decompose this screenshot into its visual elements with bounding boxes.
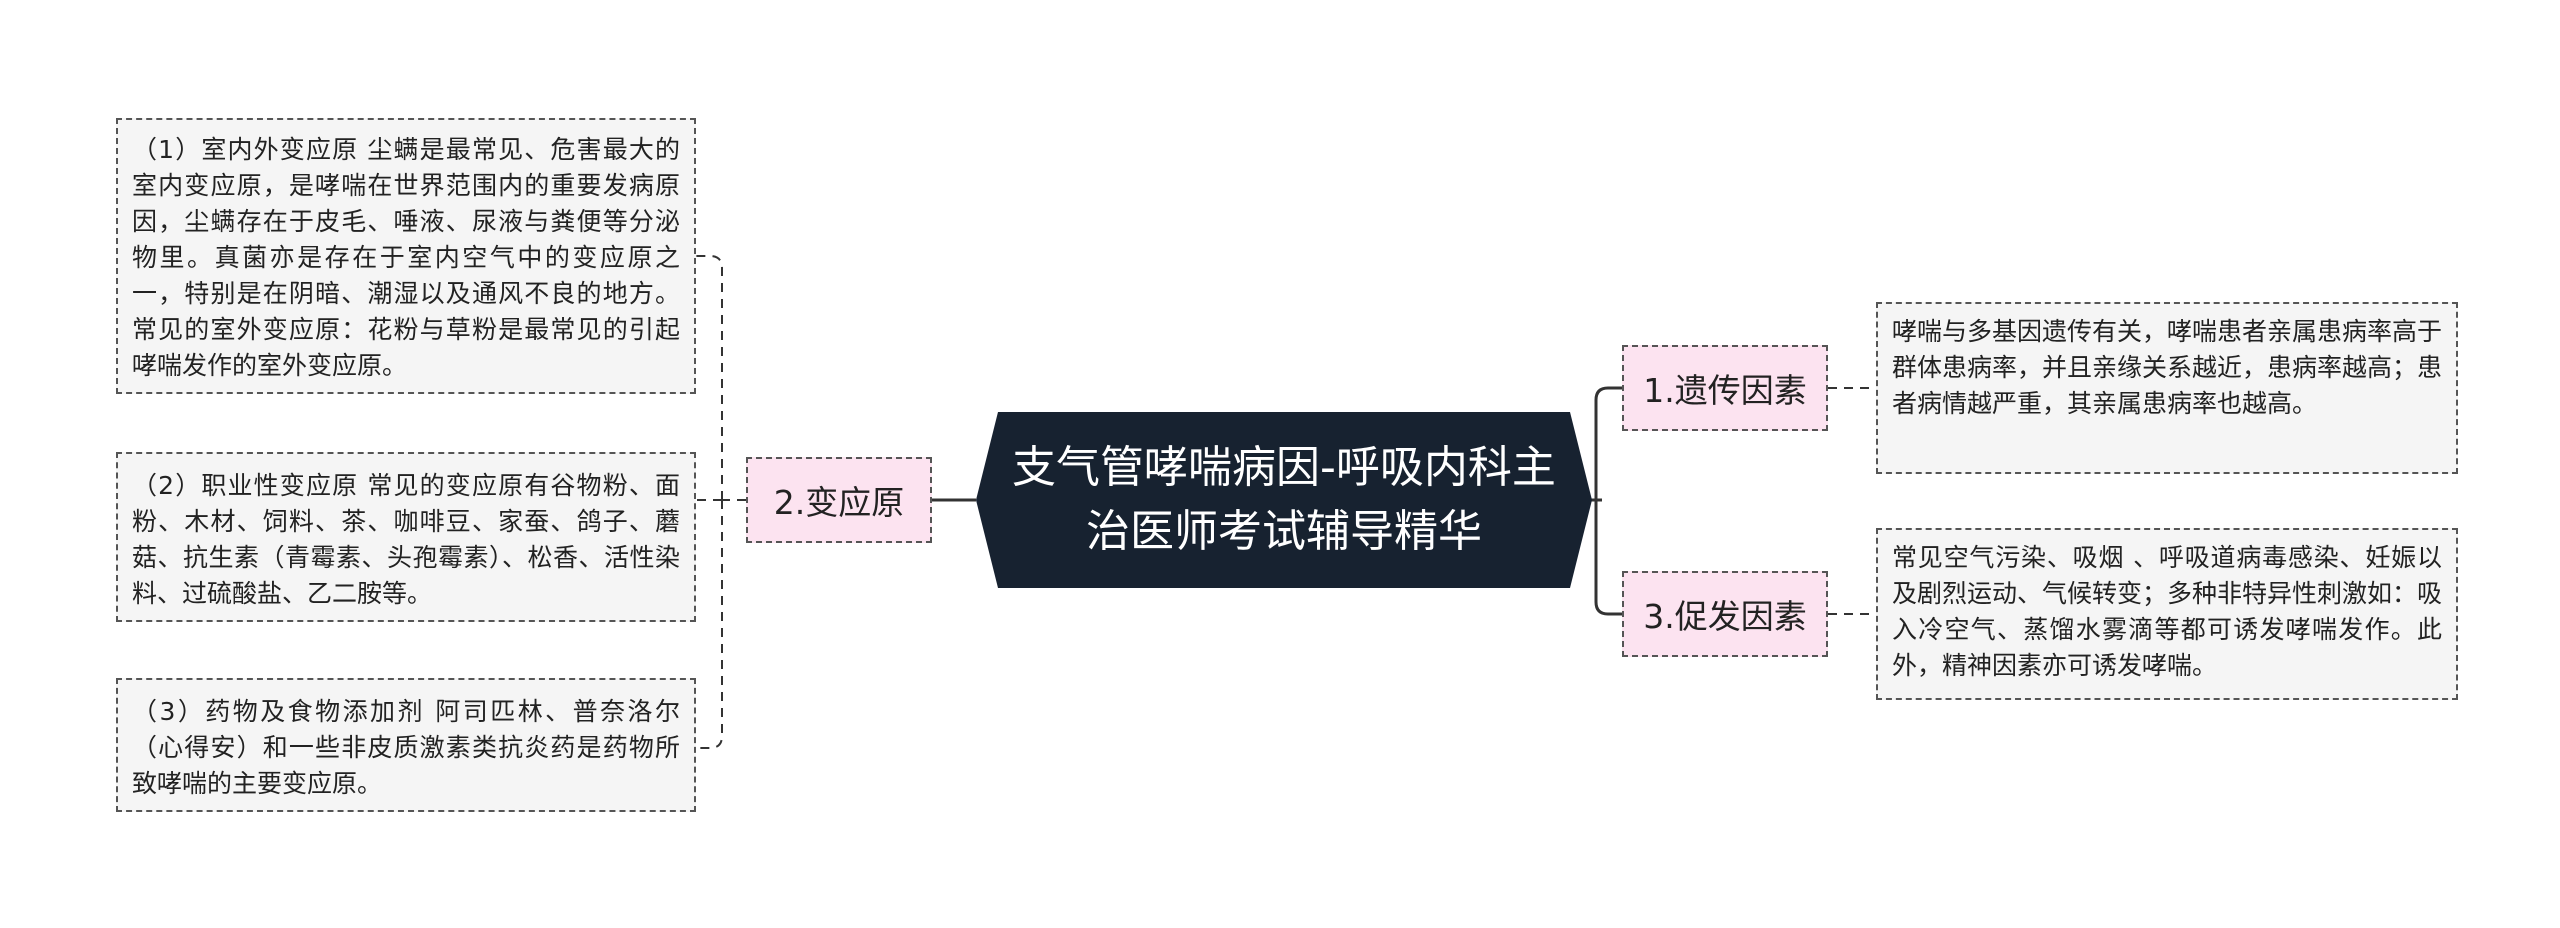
leaf-allergen-drugs-food[interactable]: （3）药物及食物添加剂 阿司匹林、普奈洛尔（心得安）和一些非皮质激素类抗炎药是药… [116,678,696,812]
leaf-allergen-occupational-text: （2）职业性变应原 常见的变应原有谷物粉、面粉、木材、饲料、茶、咖啡豆、家蚕、鸽… [132,471,680,608]
branch-allergen[interactable]: 2.变应原 [746,457,932,543]
branch-allergen-label: 2.变应原 [773,483,905,522]
leaf-allergen-drugs-food-text: （3）药物及食物添加剂 阿司匹林、普奈洛尔（心得安）和一些非皮质激素类抗炎药是药… [132,697,680,798]
leaf-allergen-occupational[interactable]: （2）职业性变应原 常见的变应原有谷物粉、面粉、木材、饲料、茶、咖啡豆、家蚕、鸽… [116,452,696,622]
branch-genetic[interactable]: 1.遗传因素 [1622,345,1828,431]
central-topic-title: 支气管哮喘病因-呼吸内科主治医师考试辅导精华 [1012,442,1556,557]
central-topic[interactable]: 支气管哮喘病因-呼吸内科主治医师考试辅导精华 [976,412,1592,588]
leaf-allergen-indoor-outdoor-text: （1）室内外变应原 尘螨是最常见、危害最大的室内变应原，是哮喘在世界范围内的重要… [132,135,680,380]
branch-trigger[interactable]: 3.促发因素 [1622,571,1828,657]
branch-genetic-label: 1.遗传因素 [1643,371,1807,410]
branch-trigger-label: 3.促发因素 [1643,597,1807,636]
leaf-trigger-text: 常见空气污染、吸烟 、呼吸道病毒感染、妊娠以及剧烈运动、气候转变；多种非特异性刺… [1892,543,2443,680]
connector-b2-leaves [696,255,746,749]
leaf-genetic-text: 哮喘与多基因遗传有关，哮喘患者亲属患病率高于群体患病率，并且亲缘关系越近，患病率… [1892,317,2443,418]
leaf-genetic[interactable]: 哮喘与多基因遗传有关，哮喘患者亲属患病率高于群体患病率，并且亲缘关系越近，患病率… [1876,302,2458,474]
leaf-trigger[interactable]: 常见空气污染、吸烟 、呼吸道病毒感染、妊娠以及剧烈运动、气候转变；多种非特异性刺… [1876,528,2458,700]
connector-right-trunk [1594,386,1622,616]
leaf-allergen-indoor-outdoor[interactable]: （1）室内外变应原 尘螨是最常见、危害最大的室内变应原，是哮喘在世界范围内的重要… [116,118,696,394]
